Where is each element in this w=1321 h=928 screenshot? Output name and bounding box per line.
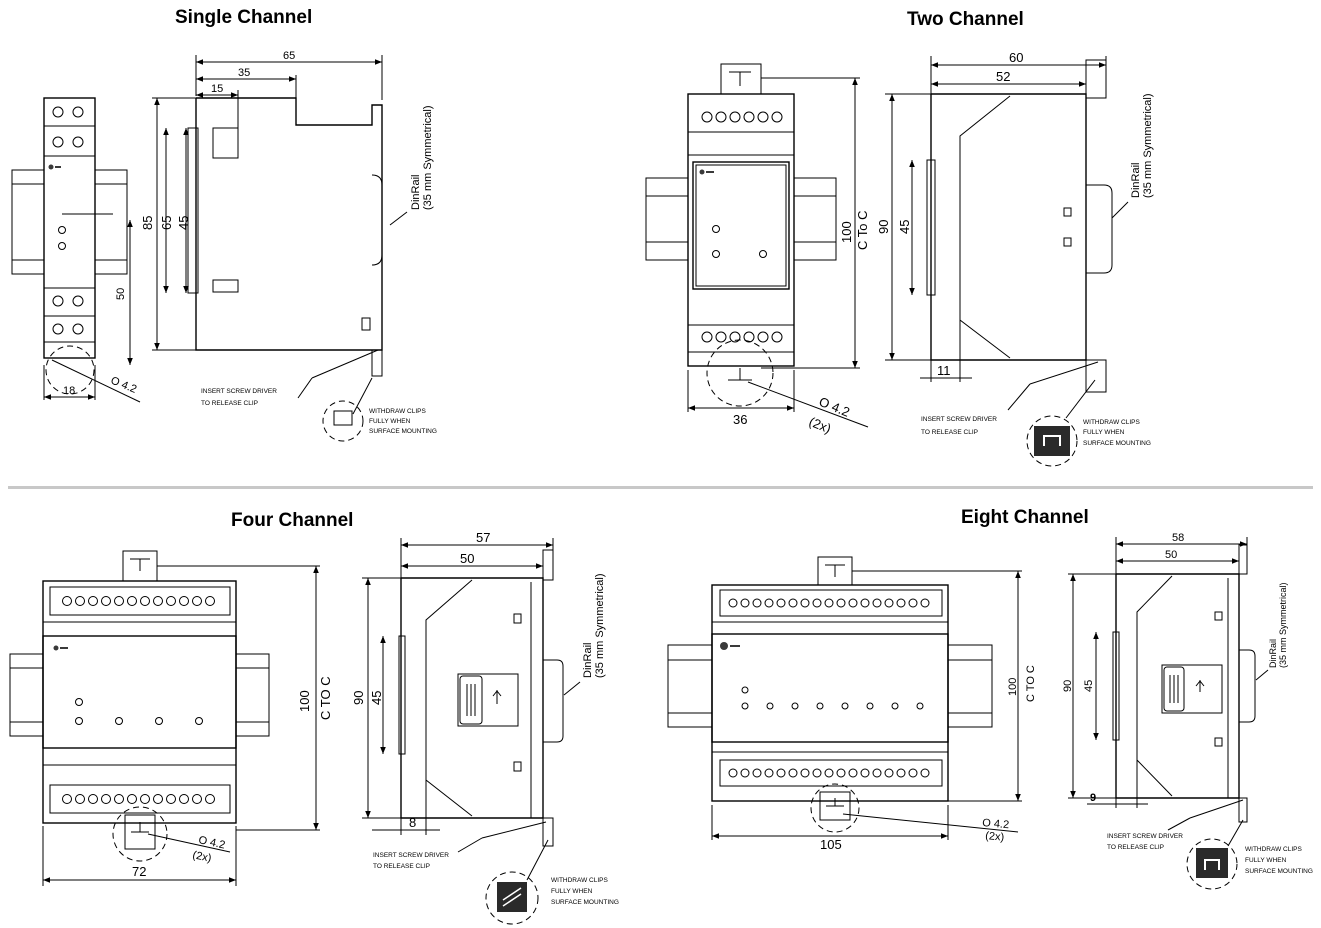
note-eight-driver-2: TO RELEASE CLIP	[1107, 844, 1164, 851]
dinrail-single: DinRail	[410, 175, 422, 210]
dim-eight-100: 100	[1007, 678, 1019, 696]
dim-single-35: 35	[238, 67, 250, 79]
gic-logo-icon-4	[53, 645, 68, 651]
four-side-view	[398, 549, 564, 847]
hole-two: O 4.2	[817, 394, 852, 420]
note-four-clips-3: SURFACE MOUNTING	[551, 899, 619, 906]
dim-four-50: 50	[460, 551, 474, 566]
gic-logo-icon	[48, 164, 61, 170]
dim-two-36: 36	[733, 412, 747, 427]
eight-side-view	[1112, 544, 1256, 823]
hole-single: O 4.2	[109, 375, 138, 396]
dinrail-two: DinRail	[1130, 163, 1142, 198]
note-single-clips-3: SURFACE MOUNTING	[369, 428, 437, 435]
hole-four: O 4.2	[197, 834, 226, 851]
dim-single-85: 85	[140, 216, 155, 230]
dim-four-100: 100	[297, 690, 312, 712]
note-two-clips-3: SURFACE MOUNTING	[1083, 440, 1151, 447]
note-single-clips-2: FULLY WHEN	[369, 418, 411, 425]
dinrail-single-sub: (35 mm Symmetrical)	[422, 105, 434, 210]
two-front-view	[645, 63, 837, 407]
dim-four-8: 8	[409, 815, 416, 830]
dim-single-15: 15	[211, 83, 223, 95]
dim-two-100: 100	[839, 221, 854, 243]
dim-eight-58: 58	[1172, 532, 1184, 544]
note-two-driver-2: TO RELEASE CLIP	[921, 429, 978, 436]
note-eight-clips-1: WITHDRAW CLIPS	[1245, 846, 1302, 853]
dim-single-50: 50	[115, 288, 127, 300]
note-single-driver-1: INSERT SCREW DRIVER	[201, 388, 277, 395]
note-four-driver-1: INSERT SCREW DRIVER	[373, 852, 449, 859]
hole-two-qty: (2x)	[807, 414, 833, 436]
note-eight-driver-1: INSERT SCREW DRIVER	[1107, 833, 1183, 840]
note-four-clips-1: WITHDRAW CLIPS	[551, 877, 608, 884]
dim-four-72: 72	[132, 864, 146, 879]
note-two-driver-1: INSERT SCREW DRIVER	[921, 416, 997, 423]
dim-eight-50: 50	[1165, 549, 1177, 561]
dim-single-45: 45	[176, 216, 191, 230]
dim-single-65-side: 65	[159, 216, 174, 230]
dim-eight-ctoc: C TO C	[1025, 665, 1037, 702]
dim-two-45: 45	[897, 220, 912, 234]
four-front-view	[9, 550, 270, 862]
dim-two-52: 52	[996, 69, 1010, 84]
hole-eight-qty: (2x)	[985, 830, 1005, 844]
dinrail-eight-sub: (35 mm Symmetrical)	[1278, 582, 1288, 668]
dim-two-ctoc: C To C	[855, 211, 870, 251]
note-eight-clips-2: FULLY WHEN	[1245, 857, 1287, 864]
two-side-view	[926, 59, 1113, 393]
note-single-driver-2: TO RELEASE CLIP	[201, 400, 258, 407]
title-two-channel: Two Channel	[907, 9, 1024, 30]
dinrail-four-sub: (35 mm Symmetrical)	[594, 573, 606, 678]
hole-four-qty: (2x)	[191, 849, 212, 865]
title-four-channel: Four Channel	[231, 510, 354, 531]
gic-logo-icon-8	[720, 642, 740, 650]
note-two-clips-2: FULLY WHEN	[1083, 429, 1125, 436]
single-front-view	[11, 97, 128, 395]
note-four-clips-2: FULLY WHEN	[551, 888, 593, 895]
title-single-channel: Single Channel	[175, 7, 313, 28]
section-divider	[8, 486, 1313, 489]
dim-four-ctoc: C TO C	[318, 676, 333, 720]
four-terminals-top	[62, 596, 215, 606]
note-single-clips-1: WITHDRAW CLIPS	[369, 408, 426, 415]
gic-logo-icon-2	[699, 169, 714, 175]
dim-eight-9: 9	[1090, 792, 1096, 804]
eight-front-view	[667, 556, 993, 833]
dim-two-60: 60	[1009, 50, 1023, 65]
title-eight-channel: Eight Channel	[961, 507, 1089, 528]
dinrail-four: DinRail	[582, 643, 594, 678]
dinrail-eight: DinRail	[1268, 639, 1278, 668]
dim-eight-105: 105	[820, 837, 842, 852]
eight-terminals-bottom	[728, 768, 930, 778]
note-two-clips-1: WITHDRAW CLIPS	[1083, 419, 1140, 426]
note-eight-clips-3: SURFACE MOUNTING	[1245, 868, 1313, 875]
dim-four-90: 90	[351, 691, 366, 705]
dim-single-65-top: 65	[283, 50, 295, 62]
dim-four-57: 57	[476, 530, 490, 545]
note-four-driver-2: TO RELEASE CLIP	[373, 863, 430, 870]
dinrail-two-sub: (35 mm Symmetrical)	[1142, 93, 1154, 198]
dim-two-11: 11	[937, 363, 951, 378]
hole-eight: O 4.2	[982, 817, 1010, 831]
four-terminals-bottom	[62, 794, 215, 804]
dim-four-45: 45	[369, 691, 384, 705]
dim-single-18: 18	[63, 385, 75, 397]
eight-terminals-top	[728, 598, 930, 608]
dim-two-90: 90	[876, 220, 891, 234]
single-side-view	[187, 97, 383, 377]
dim-eight-45: 45	[1083, 680, 1095, 692]
dim-eight-90: 90	[1062, 680, 1074, 692]
